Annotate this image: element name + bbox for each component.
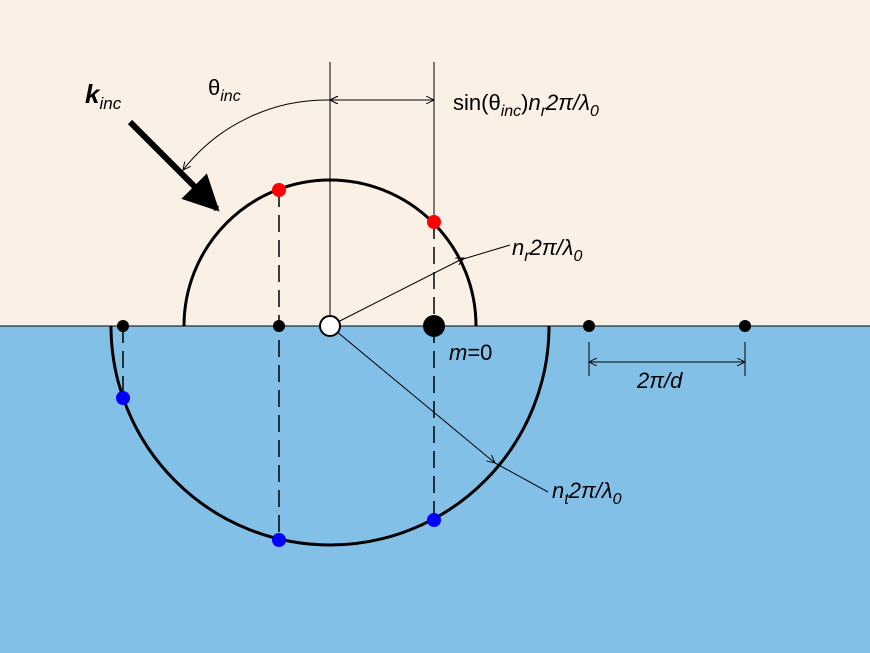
transmitted-point [427,513,441,527]
lattice-point-m0 [423,315,445,337]
origin-point [319,315,341,337]
reflected-point [272,183,286,197]
nt-radius-arrow [329,325,495,463]
nr-leader-line [459,244,511,261]
lattice-point [117,320,129,332]
transmitted-point [116,391,130,405]
nt-label: nt2π/λ0 [552,478,622,508]
nt-leader-line [494,462,549,493]
transmitted-point [272,533,286,547]
lattice-point [583,320,595,332]
nr-radius-arrow [329,258,464,327]
m-label: m=0 [449,340,492,365]
reflected-point [427,215,441,229]
sin-label: sin(θinc)nr2π/λ0 [453,90,599,120]
incident-k-arrow [127,119,220,212]
transmitted-circle [109,325,551,547]
theta-arc [183,100,330,170]
transmitted-medium-region [0,326,870,653]
lattice-point [273,320,285,332]
lattice-point [739,320,751,332]
period-label: 2π/d [636,368,683,393]
theta-inc-label: θinc [208,75,241,105]
incident-medium-region [0,0,870,326]
k-inc-label: kinc [85,79,122,113]
nr-label: nr2π/λ0 [512,235,583,265]
